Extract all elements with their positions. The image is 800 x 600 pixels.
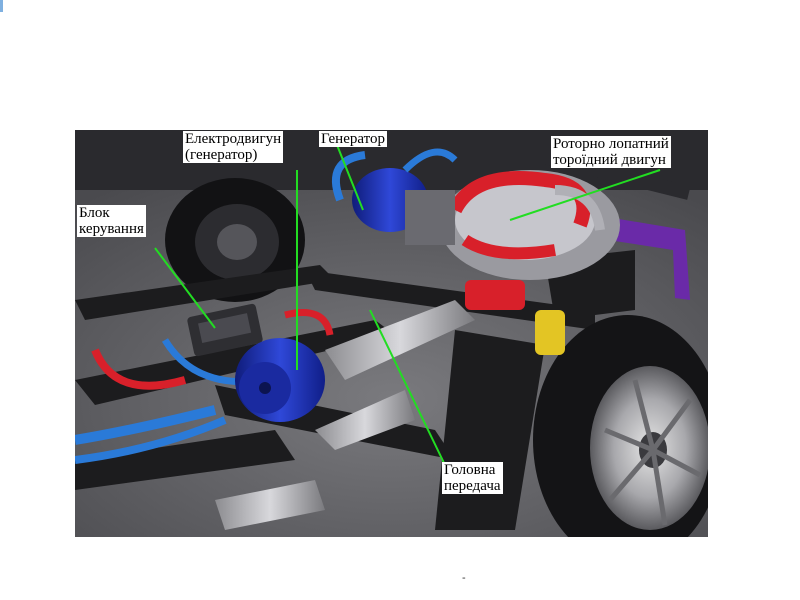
pointer-engine [509, 169, 661, 221]
corner-mark [0, 0, 3, 12]
label-electric-motor-line1: Електродвигун [185, 131, 282, 147]
label-electric-motor: Електродвигун (генератор) [183, 131, 284, 163]
footer-mark: - [462, 572, 466, 584]
label-generator: Генератор [319, 131, 387, 147]
pointer-lines [154, 144, 661, 466]
label-final-drive: Головна передача [442, 462, 503, 494]
label-rotary-engine-line2: тороїдний двигун [553, 152, 666, 168]
label-final-drive-line2: передача [444, 478, 501, 494]
label-control-unit: Блок керування [77, 205, 146, 237]
pointer-generator [336, 144, 364, 211]
drive-shaft [215, 300, 565, 530]
pointer-control [154, 247, 216, 329]
generator-unit [332, 148, 458, 245]
label-rotary-engine: Роторно лопатний тороїдний двигун [551, 136, 671, 168]
front-right-wheel [533, 315, 708, 537]
label-control-unit-line2: керування [79, 221, 144, 237]
label-final-drive-line1: Головна [444, 462, 496, 478]
rear-left-wheel [165, 178, 305, 302]
chassis-photo [75, 130, 708, 537]
rear-fender [595, 215, 690, 300]
label-control-unit-line1: Блок [79, 205, 110, 221]
label-rotary-engine-line1: Роторно лопатний [553, 136, 669, 152]
pointer-final-drive [369, 309, 446, 466]
label-electric-motor-line2: (генератор) [185, 147, 258, 163]
label-generator-text: Генератор [321, 131, 385, 147]
electric-motor [235, 338, 325, 422]
